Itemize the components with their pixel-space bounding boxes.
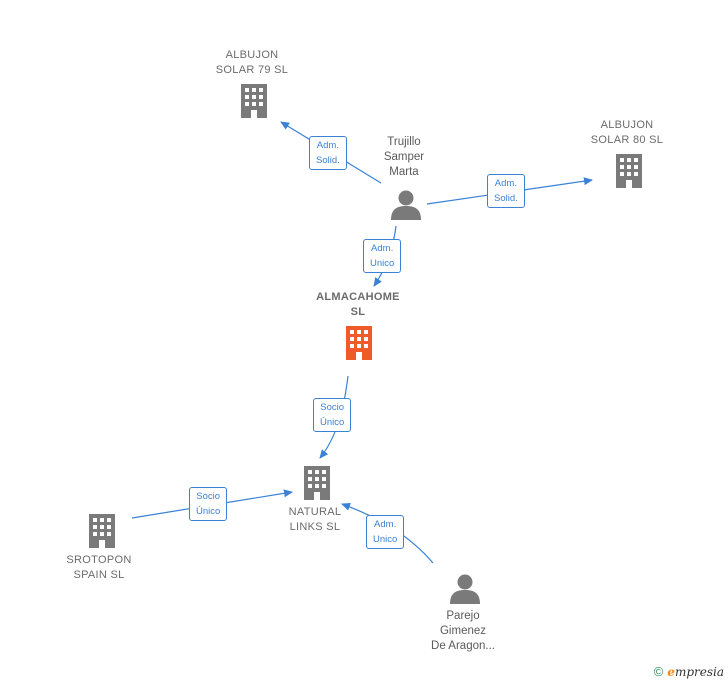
edge-label-trujillo-albujon80: Adm. Solid. [487,174,525,208]
edge-label-srotopon-natural: Socio Único [189,487,228,521]
node-label-parejo[interactable]: Parejo Gimenez De Aragon... [431,610,495,652]
person-icon-parejo[interactable] [450,574,480,605]
building-icon-albujon79[interactable] [241,84,267,118]
edge-label-almacahome-natural: Socio Único [313,398,352,432]
building-icon-almacahome[interactable] [346,326,372,360]
copyright-icon: © [653,664,664,679]
footer-branding: © empresia [654,664,724,679]
node-label-natural[interactable]: NATURAL LINKS SL [288,506,342,533]
edge-label-trujillo-almacahome: Adm. Unico [363,239,402,273]
node-label-trujillo[interactable]: Trujillo Samper Marta [383,136,425,178]
logo-rest: mpresia [674,664,724,679]
building-icon-srotopon[interactable] [89,514,115,548]
node-label-srotopon[interactable]: SROTOPON SPAIN SL [66,554,132,581]
edge-label-trujillo-albujon79: Adm. Solid. [309,136,347,170]
empresia-logo[interactable]: empresia [667,665,724,679]
person-icon-trujillo[interactable] [391,190,421,221]
edge-label-parejo-natural: Adm. Unico [366,515,405,549]
node-label-almacahome[interactable]: ALMACAHOME SL [316,291,400,318]
logo-initial: e [667,664,675,679]
building-icon-albujon80[interactable] [616,154,642,188]
node-label-albujon79[interactable]: ALBUJON SOLAR 79 SL [215,49,289,76]
node-label-albujon80[interactable]: ALBUJON SOLAR 80 SL [590,119,664,146]
building-icon-natural[interactable] [304,466,330,500]
